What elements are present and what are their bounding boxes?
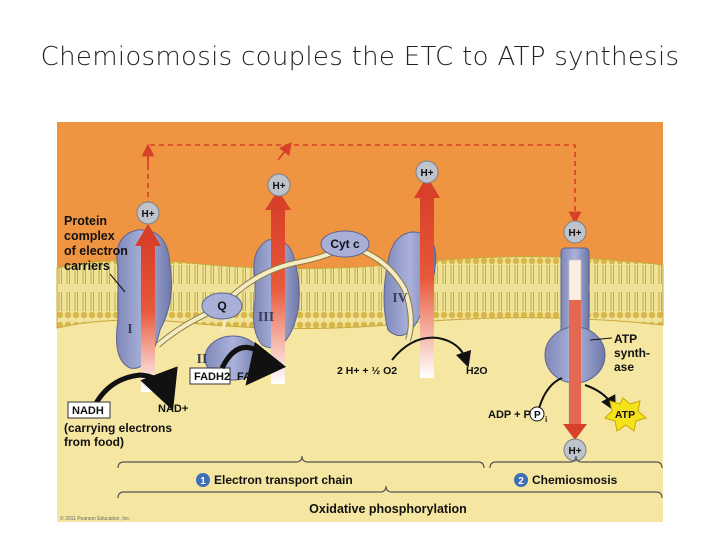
copyright: © 2011 Pearson Education, Inc.: [60, 515, 130, 522]
cyt-c-label: Cyt c: [330, 237, 360, 251]
step1-label: Electron transport chain: [214, 473, 353, 487]
proton-return-path: [147, 144, 582, 225]
fadh2-label: FADH2: [194, 371, 230, 383]
nad-plus-label: NAD+: [158, 403, 188, 415]
h2o-label: H2O: [466, 365, 488, 377]
pi-subscript: i: [545, 415, 547, 424]
step2-label: Chemiosmosis: [532, 473, 618, 487]
svg-text:carriers: carriers: [64, 259, 110, 273]
atp-burst-icon: [604, 397, 648, 432]
svg-text:Protein: Protein: [64, 214, 107, 228]
cyt-c: [320, 230, 370, 258]
step2-number: 2: [518, 476, 524, 487]
from-food-label: from food): [64, 435, 124, 449]
h-plus-ions: H+ H+ H+ H+ H+: [136, 160, 587, 462]
complex-ii-label: II: [197, 352, 208, 367]
atp-label: ATP: [615, 409, 635, 421]
atp-synthase-label-3: ase: [614, 360, 634, 374]
etc-bracket: [117, 455, 485, 469]
complex-iii-label: III: [258, 310, 274, 325]
svg-text:P: P: [534, 410, 541, 421]
svg-text:complex: complex: [64, 229, 115, 243]
carrying-electrons-label: (carrying electrons: [64, 421, 172, 435]
ubiquinone: [201, 292, 243, 320]
q-label: Q: [217, 299, 226, 313]
atp-synthase-label-1: ATP: [614, 332, 637, 346]
chemiosmosis-bracket: [489, 455, 663, 469]
nadh-label: NADH: [72, 405, 104, 417]
oxphos-bracket: [117, 485, 663, 499]
h-plus-label: H+: [568, 446, 581, 457]
fad-label: FAD: [237, 371, 259, 383]
h-plus-label: H+: [141, 209, 154, 220]
slide-title: Chemiosmosis couples the ETC to ATP synt…: [40, 42, 680, 72]
intermembrane-space: [57, 122, 663, 269]
complex-i-label: I: [127, 322, 132, 337]
atp-synthase-label-2: synth-: [614, 346, 650, 360]
proton-pump-arrows: [135, 176, 440, 392]
h-plus-label: H+: [272, 181, 285, 192]
water-reaction-label: 2 H+ + ½ O2: [337, 365, 397, 377]
svg-text:of electron: of electron: [64, 244, 128, 258]
h-plus-label: H+: [420, 168, 433, 179]
step1-number: 1: [200, 476, 206, 487]
h-plus-label: H+: [568, 228, 581, 239]
complex-iv-label: IV: [392, 291, 408, 306]
oxphos-label: Oxidative phosphorylation: [309, 502, 467, 516]
protein-complex-label: Protein complex of electron carriers: [64, 214, 128, 293]
adp-label: ADP + P: [488, 409, 531, 421]
